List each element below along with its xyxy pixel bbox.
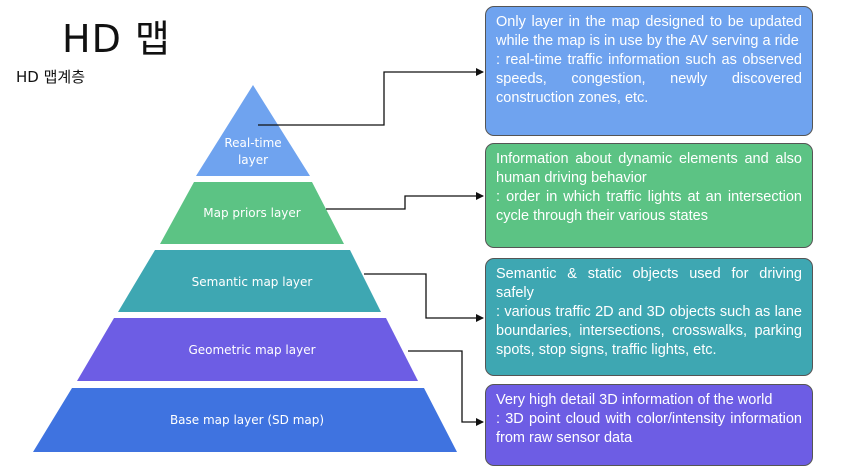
description-box-semantic: Semantic & static objects used for drivi… bbox=[485, 258, 813, 376]
layer-base bbox=[33, 388, 457, 452]
description-box-geometric: Very high detail 3D information of the w… bbox=[485, 384, 813, 466]
realtime-heading: Only layer in the map designed to be upd… bbox=[496, 14, 802, 49]
layer-geometric bbox=[77, 318, 418, 381]
label-realtime-line2: layer bbox=[238, 153, 268, 167]
label-map-priors: Map priors layer bbox=[203, 206, 301, 220]
label-realtime-line1: Real-time bbox=[224, 136, 281, 150]
connector-map-priors bbox=[326, 192, 484, 210]
layer-realtime bbox=[196, 85, 310, 176]
description-box-realtime: Only layer in the map designed to be upd… bbox=[485, 6, 813, 136]
geometric-heading: Very high detail 3D information of the w… bbox=[496, 392, 773, 408]
layer-map-priors bbox=[160, 182, 344, 244]
semantic-heading: Semantic & static objects used for drivi… bbox=[496, 266, 802, 301]
layer-semantic bbox=[118, 250, 381, 312]
description-box-map-priors: Information about dynamic elements and a… bbox=[485, 143, 813, 248]
connector-realtime bbox=[258, 68, 484, 126]
label-base: Base map layer (SD map) bbox=[170, 413, 324, 427]
priors-detail: : order in which traffic lights at an in… bbox=[496, 189, 802, 224]
label-semantic: Semantic map layer bbox=[192, 275, 313, 289]
priors-heading: Information about dynamic elements and a… bbox=[496, 151, 802, 186]
geometric-detail: : 3D point cloud with color/intensity in… bbox=[496, 411, 802, 446]
realtime-detail: : real-time traffic information such as … bbox=[496, 52, 802, 106]
page-title: HD 맵 bbox=[62, 17, 171, 61]
connector-semantic bbox=[364, 273, 484, 322]
semantic-detail: : various traffic 2D and 3D objects such… bbox=[496, 304, 802, 358]
page-subtitle: HD 맵계층 bbox=[16, 68, 85, 86]
connector-geometric bbox=[408, 350, 484, 426]
label-geometric: Geometric map layer bbox=[188, 343, 315, 357]
